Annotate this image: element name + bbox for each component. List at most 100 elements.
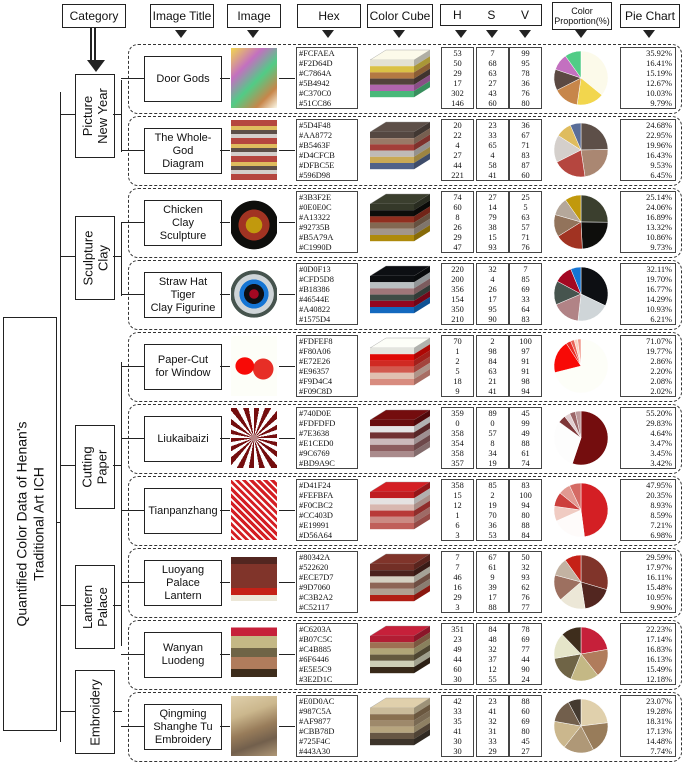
s-value: 85 <box>488 481 497 490</box>
cube-layer-front <box>370 739 414 746</box>
cube-layer-front <box>370 708 414 715</box>
cube-layer-side <box>414 278 430 295</box>
s-value: 65 <box>488 141 497 151</box>
cube-layer-front <box>370 595 414 602</box>
percentage-value: 23.07% <box>646 697 672 706</box>
cube-layer-side <box>414 422 430 439</box>
v-value: 84 <box>521 531 530 541</box>
color-proportion-pie <box>553 50 609 106</box>
cube-layer-front <box>370 72 414 79</box>
v-value: 77 <box>521 645 530 655</box>
cube-layer-front <box>370 235 414 242</box>
color-cube <box>369 481 430 530</box>
cube-layer-front <box>370 156 414 163</box>
s-value: 70 <box>488 511 497 521</box>
cube-layer-side <box>414 122 430 139</box>
header-s: S <box>487 8 496 22</box>
v-value: 57 <box>521 223 530 233</box>
hex-list: #3B3F2E#0E0E0C#A13322#92735B#B5A79A#C199… <box>296 191 358 253</box>
title-line: Qingming <box>159 707 207 720</box>
hex-value: #AF9877 <box>299 717 331 727</box>
color-cube <box>369 265 430 314</box>
v-value: 95 <box>521 59 530 69</box>
pie-slice <box>554 338 609 394</box>
v-value: 44 <box>521 655 530 665</box>
v-value: 67 <box>521 131 530 141</box>
hex-value: #C7864A <box>299 69 332 79</box>
cube-layer-front <box>370 78 414 85</box>
hex-list: #E0D0AC#987C5A#AF9877#CBB78D#725F4C#443A… <box>296 695 358 757</box>
hex-value: #9C6769 <box>299 449 330 459</box>
v-value: 88 <box>521 439 530 449</box>
title-line: for Window <box>155 367 211 379</box>
pie-slice <box>580 50 609 96</box>
percentage-value: 47.95% <box>646 481 672 490</box>
title-line: God <box>172 144 194 157</box>
cube-layer-side <box>414 494 430 511</box>
color-proportion-pie <box>553 698 609 754</box>
cube-layer-side <box>414 272 430 289</box>
s-value: 4 <box>490 275 495 285</box>
s-value: 17 <box>488 593 497 603</box>
hex-value: #3B3F2E <box>299 193 332 202</box>
percentage-value: 14.29% <box>646 295 672 305</box>
title-line: The Whole- <box>154 131 212 144</box>
row-container <box>128 188 682 258</box>
cube-layer-side <box>414 488 430 505</box>
s-value: 32 <box>488 645 497 655</box>
pie-slice <box>569 482 582 511</box>
v-value: 45 <box>521 409 530 418</box>
h-value: 1 <box>455 347 460 357</box>
percentage-value: 24.68% <box>646 121 672 130</box>
hex-value: #C52117 <box>299 603 330 613</box>
s-value: 84 <box>488 625 497 634</box>
percentage-value: 29.83% <box>646 419 672 429</box>
hex-value: #BD9A9C <box>299 459 335 469</box>
percentage-value: 29.59% <box>646 553 672 562</box>
cube-layer-front <box>370 438 414 445</box>
color-proportion-pie <box>553 122 609 178</box>
h-value: 29 <box>453 233 462 243</box>
artwork-image <box>231 624 277 684</box>
pie-slice <box>577 338 582 367</box>
h-value: 7 <box>455 563 460 573</box>
hex-value: #522620 <box>299 563 329 573</box>
cube-layer-side <box>414 638 430 655</box>
h-value: 359 <box>451 409 464 418</box>
color-proportion-pie <box>553 482 609 538</box>
header-category: Category <box>62 4 126 28</box>
percentage-value: 7.21% <box>650 521 672 531</box>
s-value: 8 <box>490 439 495 449</box>
s-value: 53 <box>488 531 497 541</box>
s-value: 2 <box>490 491 495 501</box>
v-value: 63 <box>521 213 530 223</box>
h-value: 8 <box>455 213 460 223</box>
cube-layer-front <box>370 348 414 355</box>
percentage-value: 17.14% <box>646 635 672 645</box>
s-value: 36 <box>488 521 497 531</box>
hex-value: #B5463F <box>299 141 331 151</box>
artwork-image <box>231 480 277 540</box>
percentage-list: 47.95%20.35%8.93%8.59%7.21%6.98% <box>620 479 676 541</box>
h-value: 7 <box>455 553 460 562</box>
percentage-value: 71.07% <box>646 337 672 346</box>
s-value: 48 <box>488 635 497 645</box>
s-value: 95 <box>488 305 497 315</box>
root-title-line2: Traditional Art ICH <box>30 467 47 581</box>
cube-layer-side <box>414 626 430 643</box>
hex-value: #E72E26 <box>299 357 331 367</box>
percentage-value: 15.19% <box>646 69 672 79</box>
v-value: 83 <box>521 151 530 161</box>
h-value: 29 <box>453 69 462 79</box>
hex-value: #1575D4 <box>299 315 331 325</box>
v-value: 76 <box>521 593 530 603</box>
percentage-value: 19.96% <box>646 141 672 151</box>
percentage-value: 13.32% <box>646 223 672 233</box>
s-value: 41 <box>488 707 497 717</box>
cube-layer-front <box>370 660 414 667</box>
